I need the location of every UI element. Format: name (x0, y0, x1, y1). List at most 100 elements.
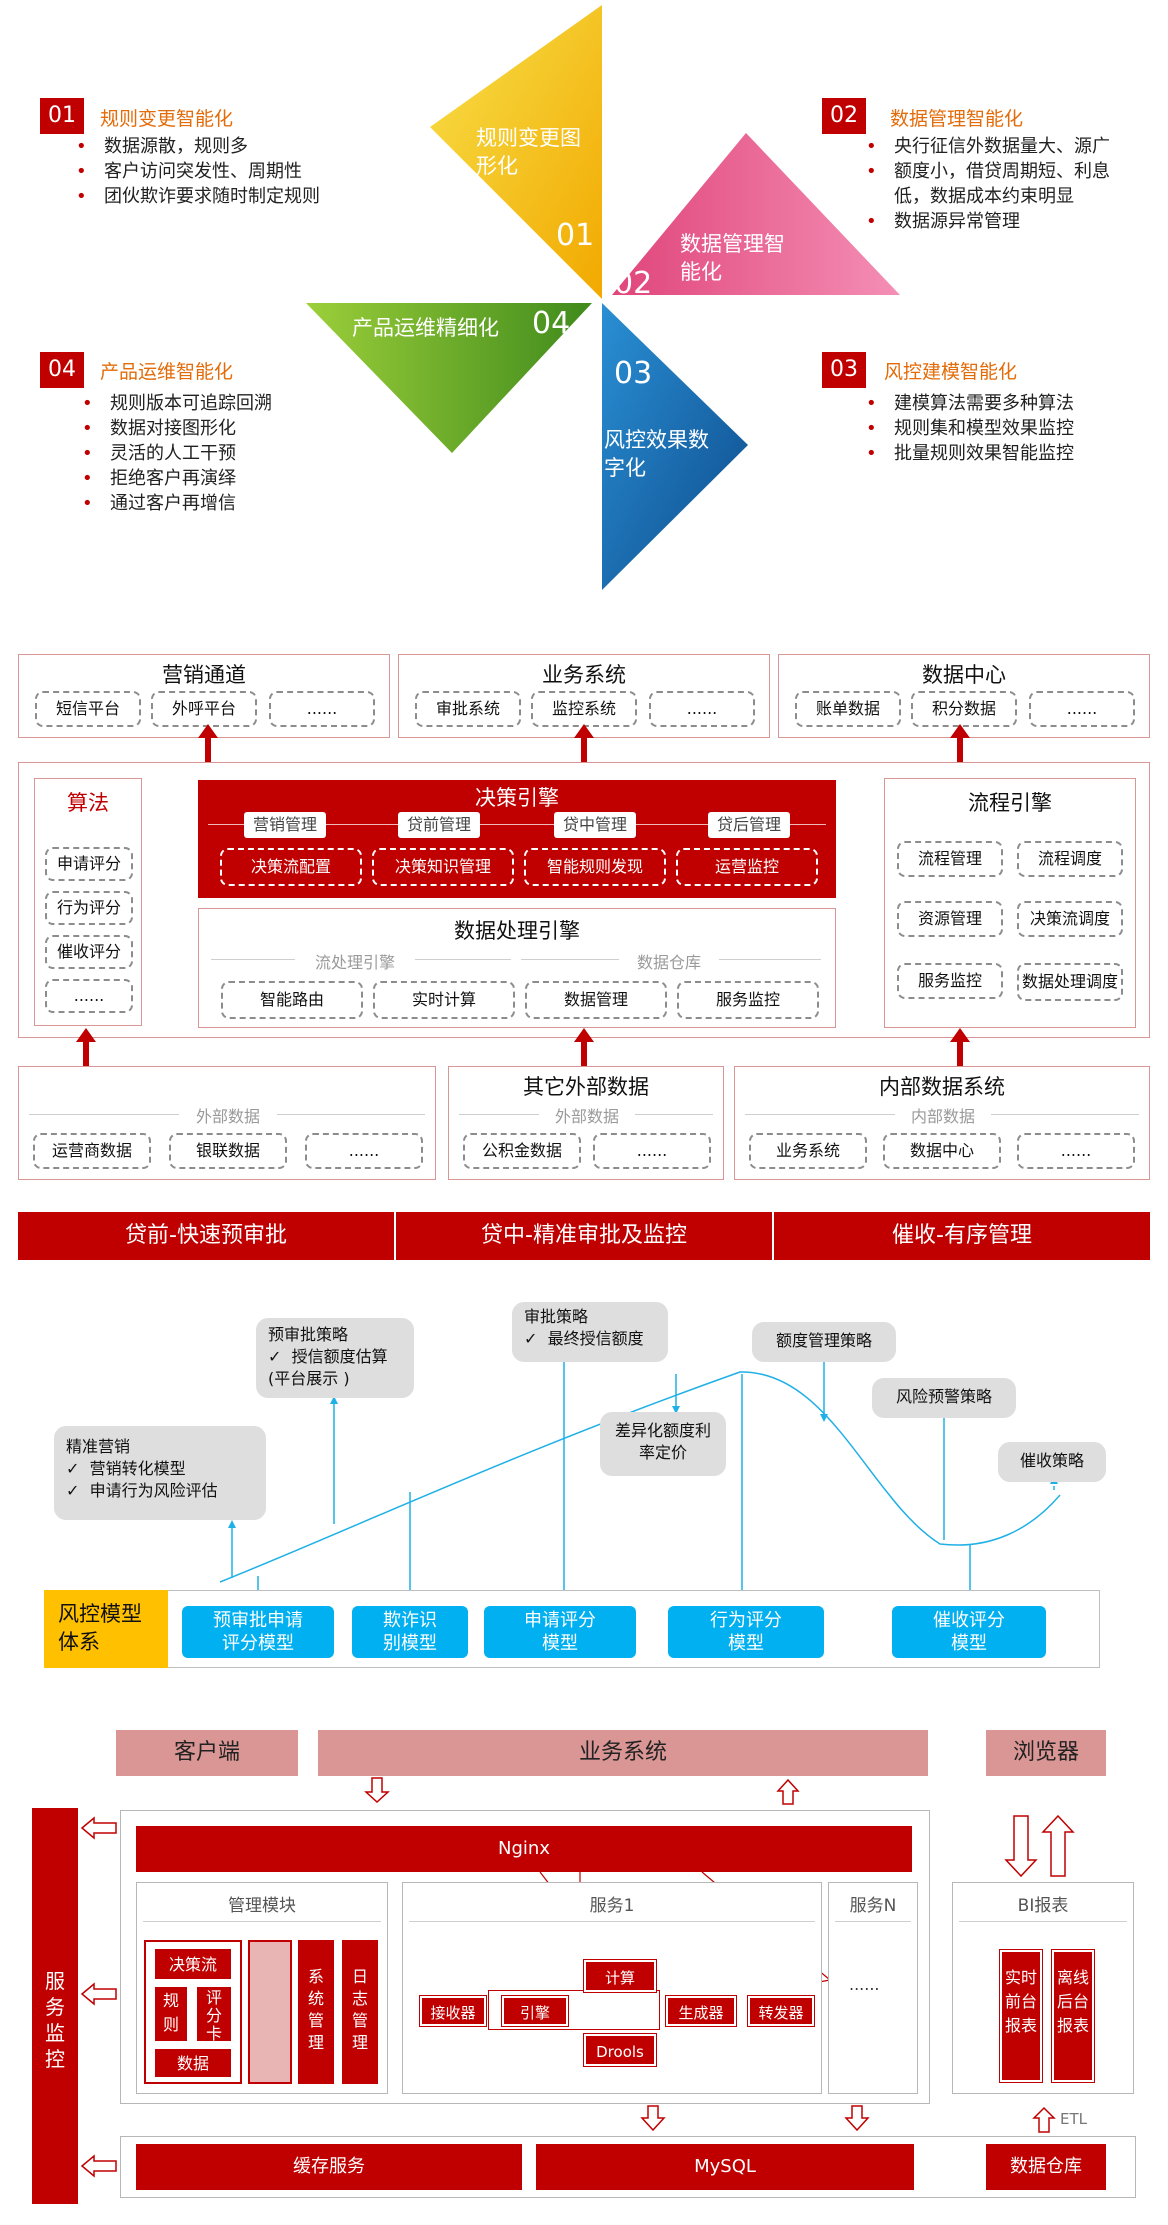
data-box: 数据 (154, 2048, 232, 2078)
list-item: 数据对接图形化 (80, 416, 380, 441)
flow-title: 流程引擎 (968, 791, 1052, 815)
triangle-04-label: 产品运维精细化 (352, 316, 499, 340)
item-box: ...... (305, 1133, 423, 1169)
callout-diff: 差异化额度利率定价 (600, 1412, 726, 1476)
callout-title: 精准营销 (66, 1437, 131, 1456)
mysql-box: MySQL (536, 2144, 914, 2190)
arrow-up-icon (574, 724, 594, 766)
item-box: ...... (649, 691, 755, 727)
service-monitor-label: 服务监控 (45, 1969, 65, 2071)
scorecard-label: 评分卡 (206, 1988, 223, 2043)
callout-preapprove: 预审批策略 ✓ 授信额度估算 (平台展示 ) (256, 1318, 414, 1398)
decision-chip: 营销管理 (244, 812, 326, 838)
rule-label: 规则 (163, 1991, 180, 2034)
forwarder-box: 转发器 (747, 1995, 815, 2027)
item-box: 运营商数据 (33, 1133, 151, 1169)
triangle-03-num: 03 (614, 356, 653, 391)
model-box: 欺诈识别模型 (352, 1606, 468, 1658)
callout-collect: 催收策略 (998, 1442, 1106, 1482)
arch-arrows (80, 1777, 1075, 2178)
top-box-business: 业务系统 审批系统 监控系统 ...... (398, 654, 770, 738)
triangle-02 (612, 133, 900, 295)
q3-badge: 03 (822, 352, 866, 388)
engine-outline (488, 1990, 660, 2030)
item-box: 数据管理 (525, 981, 667, 1019)
browser-bar: 浏览器 (986, 1730, 1106, 1776)
box-title: 内部数据系统 (879, 1075, 1005, 1099)
callout-approve: 审批策略 ✓ 最终授信额度 (512, 1302, 668, 1362)
bottom-box-other: 其它外部数据 外部数据 公积金数据 ...... (448, 1066, 724, 1180)
algo-title: 算法 (67, 791, 109, 815)
list-item: 数据源异常管理 (864, 209, 1134, 234)
item-box: 外呼平台 (151, 691, 257, 727)
receiver-box: 接收器 (419, 1995, 487, 2027)
mgmt-title: 管理模块 (228, 1896, 296, 1916)
decision-engine: 决策引擎 营销管理 贷前管理 贷中管理 贷后管理 决策流配置 决策知识管理 智能… (198, 780, 836, 898)
list-item: 客户访问突发性、周期性 (74, 159, 374, 184)
list-item: 批量规则效果智能监控 (864, 441, 1144, 466)
model-system-label: 风控模型体系 (44, 1590, 168, 1668)
service-1-title: 服务1 (589, 1896, 635, 1916)
list-item: 额度小，借贷周期短、利息低，数据成本约束明显 (864, 159, 1134, 209)
bi-report: BI报表 (952, 1882, 1134, 2094)
item-box: 业务系统 (749, 1133, 867, 1169)
list-item: 建模算法需要多种算法 (864, 391, 1144, 416)
client-bar: 客户端 (116, 1730, 298, 1776)
scorecard-box: 评分卡 (196, 1986, 232, 2043)
decision-chip: 贷前管理 (398, 812, 480, 838)
item-box: 决策知识管理 (372, 848, 514, 886)
q1-list: 数据源散，规则多 客户访问突发性、周期性 团伙欺诈要求随时制定规则 (74, 134, 374, 209)
group-label: 流处理引擎 (295, 949, 415, 973)
item-box: 公积金数据 (463, 1133, 581, 1169)
triangle-01-label: 规则变更图形化 (476, 126, 581, 178)
item-box: ...... (45, 979, 133, 1013)
arrow-up-icon (574, 1028, 594, 1070)
box-title: 业务系统 (542, 663, 626, 687)
model-box: 预审批申请评分模型 (182, 1606, 334, 1658)
nginx-bar: Nginx (136, 1826, 912, 1872)
callout-item: 最终授信额度 (547, 1329, 644, 1348)
group-label: 外部数据 (179, 1103, 277, 1127)
callout-limit: 额度管理策略 (752, 1322, 896, 1362)
q4-list: 规则版本可追踪回溯 数据对接图形化 灵活的人工干预 拒绝客户再演绎 通过客户再增… (80, 391, 380, 516)
service-n: 服务N ...... (828, 1882, 918, 2094)
q2-list: 央行征信外数据量大、源广 额度小，借贷周期短、利息低，数据成本约束明显 数据源异… (864, 134, 1134, 234)
callout-title: 审批策略 (524, 1307, 589, 1326)
model-box: 申请评分模型 (484, 1606, 636, 1658)
item-box: 催收评分 (45, 935, 133, 969)
decision-chip: 贷后管理 (708, 812, 790, 838)
data-proc-engine: 数据处理引擎 流处理引擎 数据仓库 智能路由 实时计算 数据管理 服务监控 (198, 908, 836, 1028)
q4-title: 产品运维智能化 (100, 361, 234, 383)
bottom-box-internal: 内部数据系统 内部数据 业务系统 数据中心 ...... (734, 1066, 1150, 1180)
phase-bar: 催收-有序管理 (774, 1212, 1150, 1260)
group-label: 数据仓库 (619, 949, 719, 973)
algo-box: 算法 申请评分 行为评分 催收评分 ...... (34, 778, 142, 1026)
engine-box: 引擎 (501, 1995, 569, 2027)
service-n-dots: ...... (849, 1975, 880, 1994)
list-item: 灵活的人工干预 (80, 441, 380, 466)
item-box: 流程调度 (1017, 841, 1123, 877)
phase-bar: 贷中-精准审批及监控 (396, 1212, 772, 1260)
check-icon: ✓ (524, 1329, 538, 1348)
triangle-04 (306, 303, 592, 453)
realtime-report-label: 实时前台报表 (1004, 1968, 1037, 2035)
item-box: 行为评分 (45, 891, 133, 925)
cache-service: 缓存服务 (136, 2144, 522, 2190)
item-box: 申请评分 (45, 847, 133, 881)
arrow-up-icon (950, 1028, 970, 1070)
item-box: ...... (593, 1133, 711, 1169)
q1-title: 规则变更智能化 (100, 108, 234, 130)
top-box-datacenter: 数据中心 账单数据 积分数据 ...... (778, 654, 1150, 738)
item-box: 数据中心 (883, 1133, 1001, 1169)
item-box: 服务监控 (897, 963, 1003, 999)
offline-report: 离线后台报表 (1051, 1949, 1095, 2083)
top-box-marketing: 营销通道 短信平台 外呼平台 ...... (18, 654, 390, 738)
list-item: 规则版本可追踪回溯 (80, 391, 380, 416)
flow-engine: 流程引擎 流程管理 流程调度 资源管理 决策流调度 服务监控 数据处理调度 (884, 778, 1136, 1028)
list-item: 拒绝客户再演绎 (80, 466, 380, 491)
item-box: ...... (1029, 691, 1135, 727)
q2-title: 数据管理智能化 (890, 108, 1024, 130)
q2-badge: 02 (822, 98, 866, 134)
generator-box: 生成器 (665, 1995, 737, 2027)
box-title: 其它外部数据 (523, 1075, 649, 1099)
